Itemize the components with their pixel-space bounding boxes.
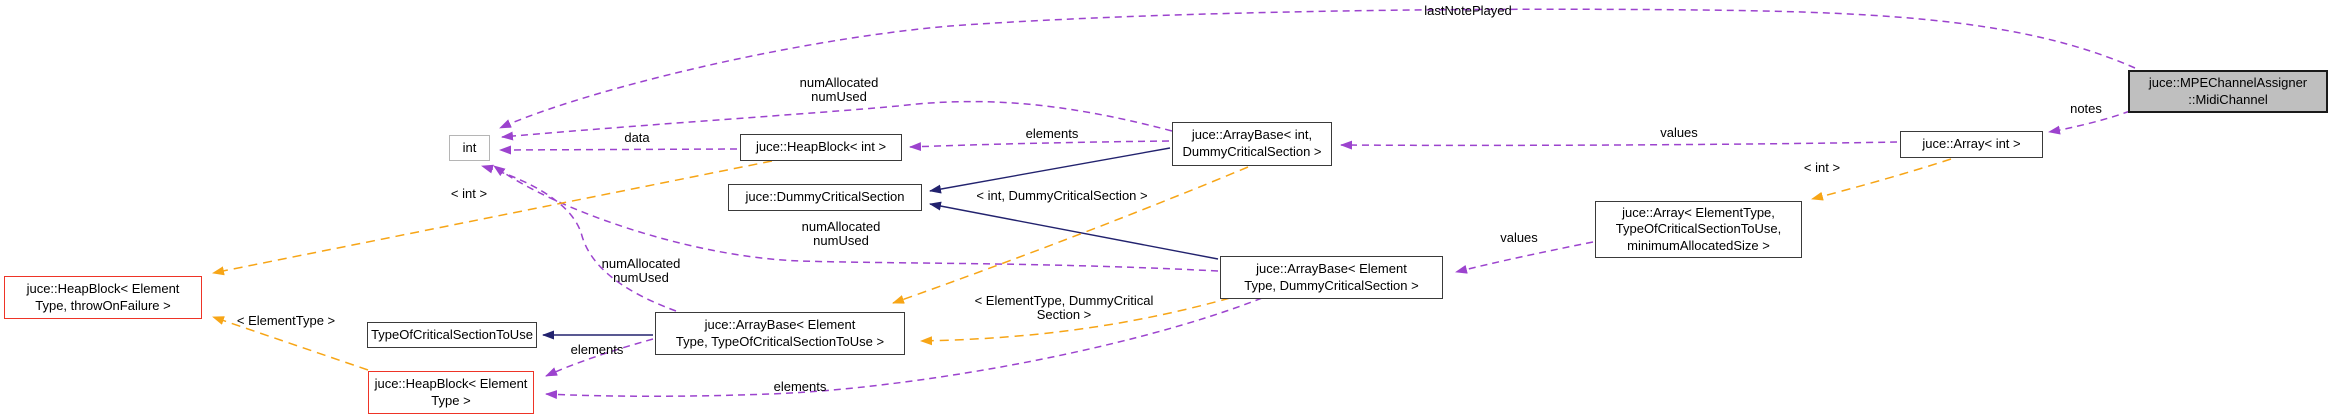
edge-elements-mid (545, 338, 654, 377)
edge-data (499, 145, 738, 155)
edge-template-arraybaseint (892, 166, 1249, 304)
edge-label-elements-bottom: elements (773, 379, 827, 394)
edge-template-arrayint (1811, 158, 1952, 201)
edge-label-elements-mid: elements (570, 342, 624, 357)
edge-elements-bottom (545, 297, 1263, 400)
node-arraybase-elementtype-typeofcriticalsectiontouse[interactable]: juce::ArrayBase< Element Type, TypeOfCri… (655, 312, 905, 355)
edge-label-template-int-right: < int > (1803, 160, 1841, 175)
node-dummycriticalsection[interactable]: juce::DummyCriticalSection (728, 184, 922, 211)
node-heapblock-elementtype-throwonfailure[interactable]: juce::HeapBlock< Element Type, throwOnFa… (4, 276, 202, 319)
node-arraybase-elementtype-dummycriticalsection[interactable]: juce::ArrayBase< Element Type, DummyCrit… (1220, 256, 1443, 299)
edge-label-numallocated-numused-mid: numAllocated numUsed (801, 219, 881, 249)
node-int: int (449, 135, 490, 161)
edge-label-template-int-left: < int > (450, 186, 488, 201)
node-heapblock-int[interactable]: juce::HeapBlock< int > (740, 134, 902, 161)
edge-label-notes: notes (2070, 101, 2102, 116)
edge-label-elements-top: elements (1025, 126, 1079, 141)
edge-label-lastnoteplayed: lastNotePlayed (1424, 3, 1512, 18)
edge-elements-top (909, 140, 1170, 152)
node-arraybase-int-dummycriticalsection[interactable]: juce::ArrayBase< int, DummyCriticalSecti… (1172, 122, 1332, 166)
node-mpechannelassigner-midichannel: juce::MPEChannelAssigner ::MidiChannel (2128, 70, 2328, 113)
edge-inherit-arraybaseint-to-dummy (929, 147, 1171, 194)
edge-notes (2048, 110, 2131, 135)
edge-values-top (1340, 140, 1898, 150)
edge-numallocated-left (481, 164, 677, 312)
edge-label-template-elementtype: < ElementType > (236, 313, 336, 328)
edge-template-heapblockint (212, 160, 773, 276)
node-array-elementtype[interactable]: juce::Array< ElementType, TypeOfCritical… (1595, 201, 1802, 258)
edge-lastnoteplayed (499, 8, 2136, 129)
edge-label-data: data (624, 130, 650, 145)
edge-label-template-elementtype-dummycriticalsection: < ElementType, DummyCritical Section > (974, 293, 1154, 323)
edge-numallocated-mid (493, 165, 1219, 272)
edge-numallocated-top (501, 100, 1173, 141)
edge-template-arraybaseet (920, 297, 1231, 346)
edge-template-heapblocket (212, 316, 369, 371)
edge-label-template-int-dummycriticalsection: < int, DummyCriticalSection > (976, 188, 1148, 203)
node-heapblock-elementtype[interactable]: juce::HeapBlock< Element Type > (368, 371, 534, 414)
edge-label-numallocated-numused-top: numAllocated numUsed (799, 75, 879, 105)
edge-label-numallocated-numused-left: numAllocated numUsed (601, 256, 681, 286)
node-typeofcriticalsectiontouse[interactable]: TypeOfCriticalSectionToUse (367, 322, 537, 348)
edge-inherit-arraybaseet-to-dummy (929, 201, 1219, 260)
edge-label-values-mid: values (1500, 230, 1538, 245)
node-array-int[interactable]: juce::Array< int > (1900, 131, 2043, 158)
edge-values-mid (1455, 241, 1594, 274)
edge-label-values-top: values (1660, 125, 1698, 140)
